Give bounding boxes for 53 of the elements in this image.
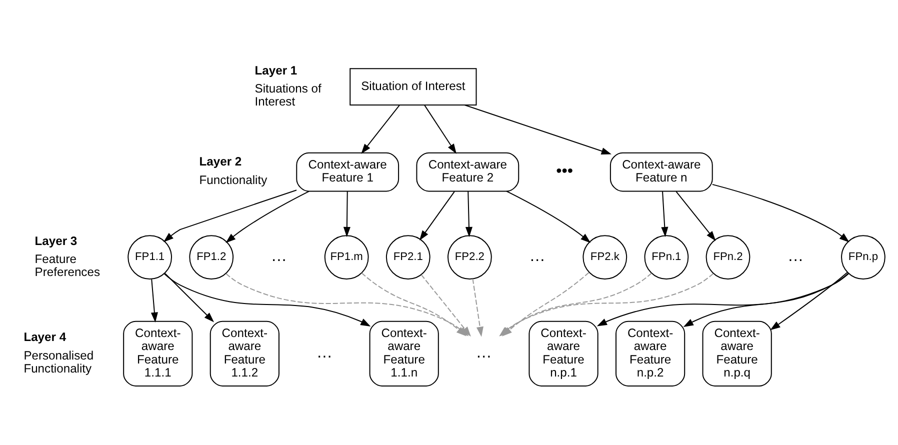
node-circle: FP1.1 — [128, 235, 172, 280]
node-circle: FP2.k — [582, 235, 628, 280]
label: … — [529, 247, 546, 266]
arrow — [343, 192, 350, 238]
label: Personalised Functionality — [24, 348, 94, 376]
node-box: Context-aware Feature n — [610, 152, 713, 192]
label: Layer 3 — [34, 234, 78, 248]
node-box: Context-aware Feature 1.1.2 — [210, 320, 280, 386]
label: Situations of Interest — [254, 81, 322, 109]
arrow — [164, 273, 214, 322]
node-box: Context-aware Feature 1.1.1 — [123, 320, 193, 386]
node-circle: FP2.2 — [447, 235, 492, 280]
arrow — [465, 192, 473, 238]
node-box: Context-aware Feature n.p.1 — [528, 320, 598, 386]
node-box: Situation of Interest — [350, 68, 477, 106]
arrow — [464, 104, 612, 154]
arrow — [163, 190, 297, 242]
label: Layer 4 — [24, 330, 66, 344]
arrow — [424, 104, 456, 154]
label: ••• — [556, 162, 574, 180]
arrow — [150, 279, 158, 323]
node-circle: FP1.2 — [189, 235, 234, 280]
arrow — [770, 272, 848, 330]
label: … — [788, 247, 804, 266]
label: Functionality — [199, 172, 268, 187]
node-box: Context-aware Feature n.p.2 — [616, 320, 686, 386]
node-circle: FPn.p — [841, 235, 886, 280]
arrow — [226, 190, 310, 243]
label: … — [270, 247, 288, 266]
label: Layer 1 — [254, 63, 298, 78]
arrow — [164, 274, 371, 326]
node-circle: FPn.1 — [644, 235, 689, 280]
arrow — [472, 278, 484, 337]
arrow — [596, 273, 849, 326]
node-circle: FP2.1 — [386, 235, 430, 280]
arrow — [683, 273, 849, 327]
node-box: Context-aware Feature 1.1.n — [369, 320, 439, 386]
arrow — [419, 191, 455, 241]
node-box: Context-aware Feature 2 — [416, 152, 520, 192]
arrow — [506, 190, 591, 243]
label: Layer 2 — [199, 154, 242, 169]
node-box: Context-aware Feature 1 — [296, 152, 400, 192]
node-text: … — [476, 344, 492, 362]
arrow — [676, 191, 716, 242]
arrow — [661, 192, 668, 238]
label: Feature Preferences — [34, 252, 100, 280]
arrow — [361, 272, 466, 336]
node-circle: FPn.2 — [706, 235, 750, 280]
node-box: Context-aware Feature n.p.q — [702, 320, 772, 386]
node-circle: FP1.m — [324, 235, 369, 280]
arrow — [712, 184, 850, 242]
arrow — [361, 104, 400, 154]
label: … — [316, 344, 332, 362]
